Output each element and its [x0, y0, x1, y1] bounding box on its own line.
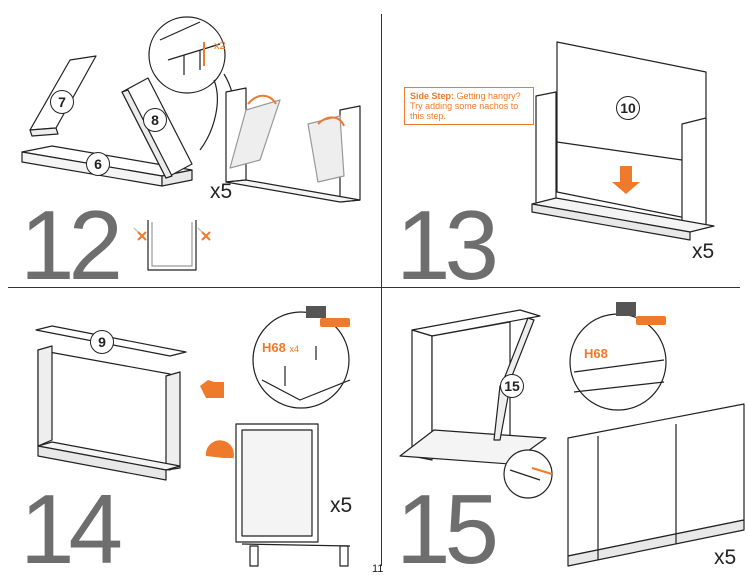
step-15-number: 15: [396, 474, 499, 584]
step-15-multiplier: x5: [714, 546, 737, 569]
hardware-code-14: H68: [262, 340, 286, 355]
thumbs-up-icon: [200, 380, 224, 398]
step-12-multiplier: x5: [210, 180, 233, 203]
frame-13: [531, 41, 715, 241]
hardware-h68-label-14: H68 x4: [262, 340, 299, 355]
page-number: 11: [372, 563, 384, 575]
rotate-arrow-right: [317, 116, 345, 127]
side-step-callout: Side Step: Getting hangry? Try adding so…: [404, 87, 534, 125]
zoom-detail-14: [252, 311, 351, 409]
step-13-multiplier: x5: [692, 240, 715, 263]
side-step-title: Side Step:: [410, 91, 455, 101]
part-7-label: 7: [50, 90, 74, 114]
cabinet-14: [35, 325, 187, 481]
cabinet-15: [399, 309, 547, 465]
frame-rotate-12: [225, 87, 361, 203]
part-8-label: 8: [143, 108, 167, 132]
part-6-label: 6: [86, 152, 110, 176]
hammer-head-14: [306, 306, 326, 318]
hardware-qty-14: x4: [289, 344, 299, 354]
step-14-multiplier: x5: [330, 494, 353, 517]
cabinet-front-14: [235, 423, 351, 567]
part-10-label: 10: [616, 96, 640, 120]
hardware-h68-label-15: H68: [584, 346, 608, 361]
hammer-head-15: [616, 302, 636, 316]
hammer-handle-15: [636, 316, 666, 325]
rotate-arrow-left: [247, 94, 277, 105]
step-13-number: 13: [396, 190, 499, 300]
horizontal-divider: [8, 287, 740, 288]
detail-multiplier-12: x2: [214, 40, 226, 52]
vertical-divider: [381, 14, 382, 566]
down-arrow-13: [612, 166, 640, 194]
step-14-number: 14: [20, 474, 123, 584]
part-15-label: 15: [500, 374, 524, 398]
side-step-text: Getting hangry? Try adding some nachos t…: [410, 91, 521, 121]
insert-arrow-15: [531, 467, 553, 475]
incorrect-frame-12: [133, 220, 211, 271]
hammer-handle-14: [320, 318, 350, 327]
step-12-number: 12: [20, 190, 123, 300]
zoom-detail-15b: [569, 313, 667, 411]
cabinet-back-15: [567, 403, 745, 567]
part-9-label: 9: [90, 330, 114, 354]
zoom-detail-15a: [503, 449, 553, 499]
rotate-icon-14: [205, 440, 234, 464]
zoom-detail-12: [148, 16, 236, 159]
